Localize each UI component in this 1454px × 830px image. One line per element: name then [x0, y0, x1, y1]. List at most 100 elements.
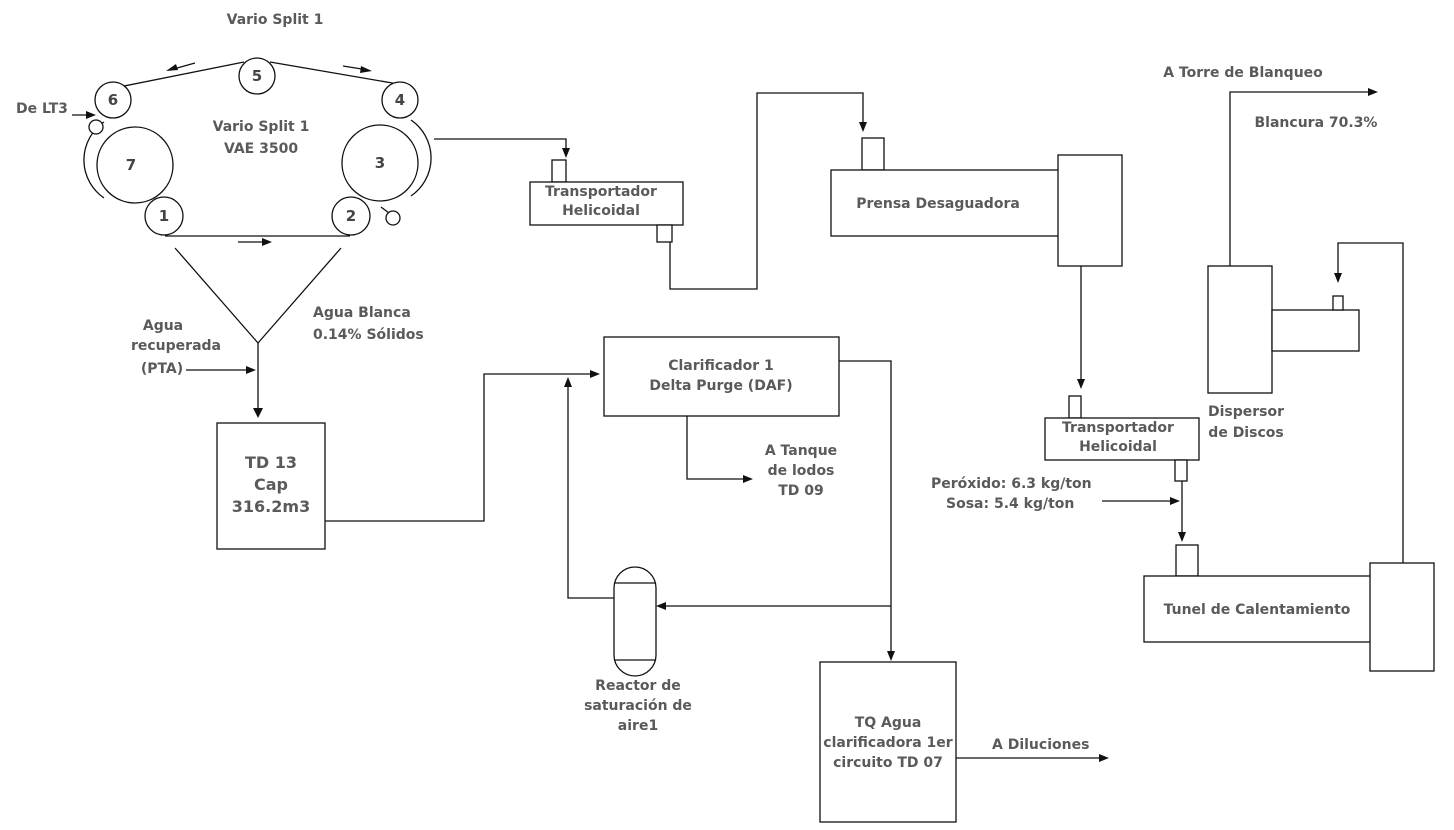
top-title: Vario Split 1 [227, 12, 324, 28]
disc-disperser: Dispersor de Discos [1207, 265, 1360, 441]
white-water-line1: Agua Blanca [313, 305, 411, 321]
clarifier-outlet-line [839, 360, 892, 653]
reactor: Reactor de saturación de aire1 [584, 566, 692, 734]
white-water-line2: 0.14% Sólidos [313, 327, 424, 343]
to-dilutions-arrowhead [1099, 754, 1109, 762]
conveyor2-outlet [1174, 459, 1188, 482]
conveyor1-outlet [656, 224, 673, 243]
tq-water-line2: clarificadora 1er [823, 735, 952, 751]
tq-water-box [819, 661, 957, 823]
tunnel-label: Tunel de Calentamiento [1164, 602, 1351, 618]
disperser-line2: de Discos [1208, 425, 1283, 441]
td13-line1: TD 13 [245, 453, 297, 472]
tunnel-inlet [1175, 544, 1199, 577]
press-inlet [861, 137, 885, 171]
clarifier: Clarificador 1 Delta Purge (DAF) [603, 336, 840, 417]
clarifier-to-sludge-line [686, 416, 745, 480]
brightness-label: Blancura 70.3% [1255, 115, 1378, 131]
disperser-to-tower-line [1229, 91, 1369, 266]
conveyor1-to-press-line [669, 92, 864, 290]
press-head [1057, 154, 1123, 267]
reactor-return-line [567, 385, 614, 599]
conveyor1-line1: Transportador [545, 184, 657, 200]
tunnel-to-disperser-line [1337, 242, 1404, 563]
vario-split-machine: Vario Split 1 5 6 4 7 3 1 2 Vario S [16, 12, 432, 246]
tq-water-line3: circuito TD 07 [833, 755, 943, 771]
roll-6 [94, 81, 132, 119]
clarifier-to-sludge-arrowhead [743, 475, 753, 483]
wire-arrowhead-bottom [262, 238, 272, 246]
roll-2-label: 2 [346, 207, 356, 225]
disperser-to-tower-arrowhead [1368, 88, 1378, 96]
disperser-inlet [1332, 295, 1344, 311]
chemicals-arrowhead [1170, 497, 1180, 505]
white-water-funnel: Agua Blanca 0.14% Sólidos Agua recuperad… [131, 247, 424, 418]
funnel-left [174, 247, 259, 344]
tunnel-to-disperser-arrowhead [1334, 273, 1342, 283]
inlet-arrowhead [86, 111, 96, 119]
press-to-conveyor2-arrowhead [1077, 379, 1085, 389]
small-roll-right-wiper [380, 206, 390, 214]
machine-to-conveyor1-line [434, 138, 567, 151]
tunnel-box [1143, 575, 1372, 643]
branch-to-reactor-arrowhead [656, 602, 666, 610]
reactor-line2: saturación de [584, 698, 692, 714]
conveyor1-box [529, 181, 684, 226]
td13-line3: 316.2m3 [232, 497, 310, 516]
roll-5-label: 5 [252, 67, 262, 85]
machine-name: Vario Split 1 [213, 119, 310, 135]
bleach-tower-label: A Torre de Blanqueo [1163, 65, 1323, 81]
clarifier-line2: Delta Purge (DAF) [649, 378, 792, 394]
press-label: Prensa Desaguadora [856, 196, 1020, 212]
conveyor-2: Transportador Helicoidal [1044, 395, 1200, 482]
funnel-right [257, 247, 342, 344]
clarifier-box [603, 336, 840, 417]
roll-1 [144, 196, 184, 236]
dewatering-press: Prensa Desaguadora [830, 137, 1123, 267]
clarifier-outlet-arrowhead [887, 651, 895, 661]
recovered-water-arrowhead [246, 366, 256, 374]
roll-3-label: 3 [375, 154, 385, 172]
reactor-return-arrowhead [564, 377, 572, 387]
roll-1-label: 1 [159, 207, 169, 225]
td13-tank: TD 13 Cap 316.2m3 [216, 422, 326, 550]
roll-2 [331, 196, 371, 236]
roll-4-label: 4 [395, 91, 405, 109]
disperser-motor [1271, 309, 1360, 352]
machine-model: VAE 3500 [224, 141, 298, 157]
reactor-line3: aire1 [618, 718, 658, 734]
funnel-arrowhead [253, 408, 263, 418]
conveyor-1: Transportador Helicoidal [529, 159, 684, 243]
tq-water-line1: TQ Agua [855, 715, 922, 731]
roll-7-label: 7 [126, 156, 136, 174]
wire-arrowhead-left [166, 64, 178, 71]
conveyor2-inlet [1068, 395, 1082, 419]
recovered-water-line1: Agua [143, 318, 183, 334]
td13-line2: Cap [254, 475, 288, 494]
tq-water-tank: TQ Agua clarificadora 1er circuito TD 07 [819, 661, 957, 823]
roll-4 [381, 81, 419, 119]
roll-3-wrap [410, 119, 432, 197]
reactor-line1: Reactor de [595, 678, 681, 694]
conveyor1-inlet [551, 159, 567, 183]
recovered-water-line2: recuperada [131, 338, 221, 354]
wire-top-right [269, 61, 399, 85]
dilutions-label: A Diluciones [992, 737, 1089, 753]
disperser-line1: Dispersor [1208, 404, 1284, 420]
wire-top-left [113, 61, 245, 89]
conveyor1-to-press-arrowhead [859, 122, 867, 132]
roll-6-label: 6 [108, 91, 118, 109]
disperser-body [1207, 265, 1273, 394]
conveyor2-box [1044, 417, 1200, 461]
inlet-label: De LT3 [16, 101, 68, 117]
td13-to-clarifier-line [325, 373, 592, 522]
sludge-line3: TD 09 [778, 483, 824, 499]
tunnel-head [1369, 562, 1435, 672]
roll-7 [96, 126, 174, 204]
td13-to-clarifier-arrowhead [590, 370, 600, 378]
chemicals-line2: Sosa: 5.4 kg/ton [946, 496, 1074, 512]
press-box [830, 169, 1060, 237]
clarifier-line1: Clarificador 1 [668, 358, 774, 374]
conveyor2-line2: Helicoidal [1079, 439, 1157, 455]
